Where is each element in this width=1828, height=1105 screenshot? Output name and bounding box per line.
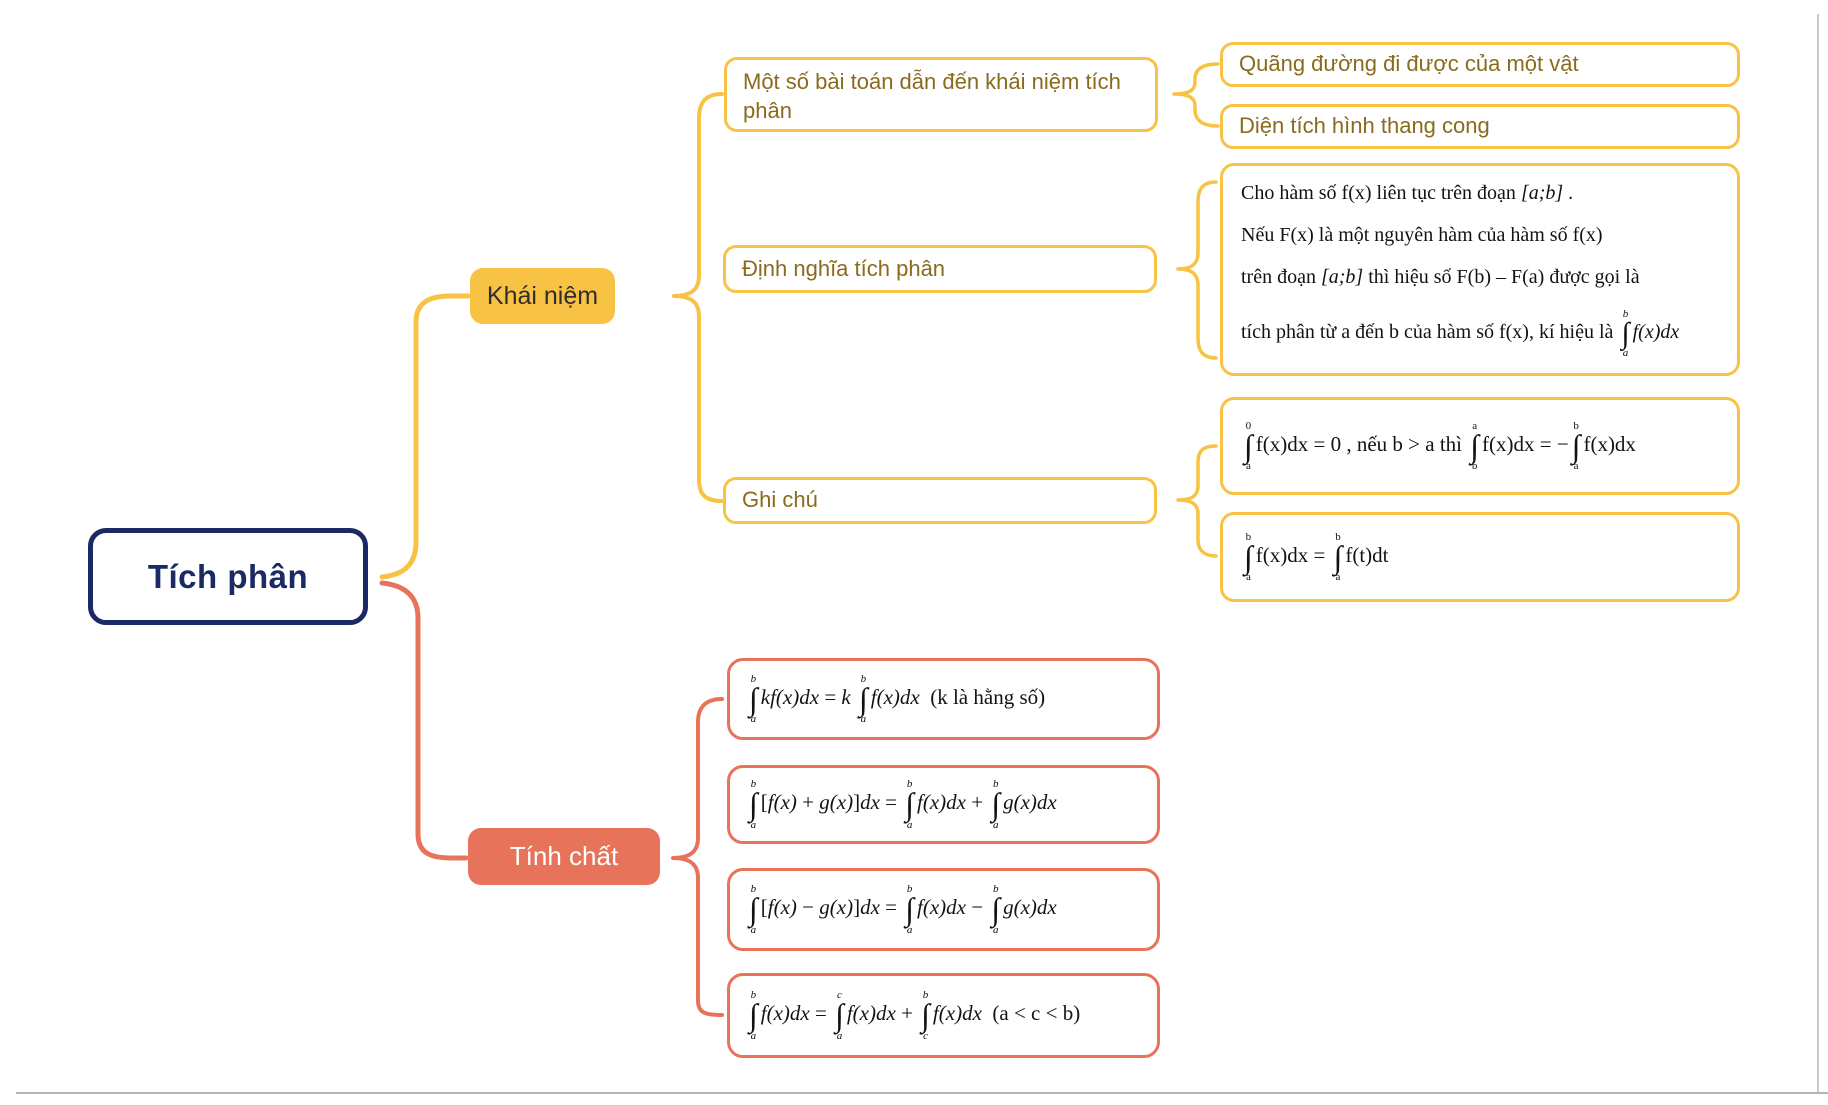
brace-khai-niem-children [672, 92, 724, 503]
brace-ghi-chu-children [1176, 444, 1218, 558]
khai-niem-label: Khái niệm [486, 281, 599, 310]
ghi-chu-label: Ghi chú [742, 487, 818, 513]
subtopic-node-mot-so-bai-toan[interactable]: Một số bài toán dẫn đến khái niệm tích p… [724, 57, 1158, 132]
leaf-node-quang-duong[interactable]: Quãng đường đi được của một vật [1220, 42, 1740, 87]
subtopic-node-ghi-chu[interactable]: Ghi chú [723, 477, 1157, 524]
tinh-chat-label: Tính chất [509, 841, 619, 871]
brace-tinh-chat-children [671, 697, 724, 1017]
brace-mot-so-children [1172, 62, 1220, 128]
definition-line: Cho hàm số f(x) liên tục trên đoạn [a;b]… [1241, 182, 1574, 204]
dien-tich-label: Diện tích hình thang cong [1239, 113, 1490, 139]
connector-root-to-tinh-chat [379, 580, 469, 861]
topic-node-khai-niem[interactable]: Khái niệm [470, 268, 615, 324]
dinh-nghia-label: Định nghĩa tích phân [742, 255, 946, 281]
topic-node-tinh-chat[interactable]: Tính chất [468, 828, 660, 885]
root-node-tich-phan[interactable]: Tích phân [88, 528, 368, 625]
definition-line: trên đoạn [a;b] thì hiệu số F(b) – F(a) … [1241, 266, 1640, 289]
canvas-edge-right [1817, 14, 1819, 1093]
definition-line: Nếu F(x) là một nguyên hàm của hàm số f(… [1241, 224, 1603, 247]
subtopic-node-dinh-nghia[interactable]: Định nghĩa tích phân [723, 245, 1157, 293]
quang-duong-label: Quãng đường đi được của một vật [1239, 51, 1579, 77]
root-label: Tích phân [147, 557, 309, 595]
definition-line: tích phân từ a đến b của hàm số f(x), kí… [1241, 308, 1680, 359]
mot-so-label: Một số bài toán dẫn đến khái niệm tích p… [743, 69, 1121, 123]
canvas-edge-bottom [16, 1092, 1828, 1094]
connector-root-to-khai-niem [379, 293, 471, 580]
leaf-node-dien-tich[interactable]: Diện tích hình thang cong [1220, 104, 1740, 149]
definition-box[interactable]: Cho hàm số f(x) liên tục trên đoạn [a;b]… [1220, 163, 1740, 376]
brace-dinh-nghia-child [1176, 180, 1218, 360]
